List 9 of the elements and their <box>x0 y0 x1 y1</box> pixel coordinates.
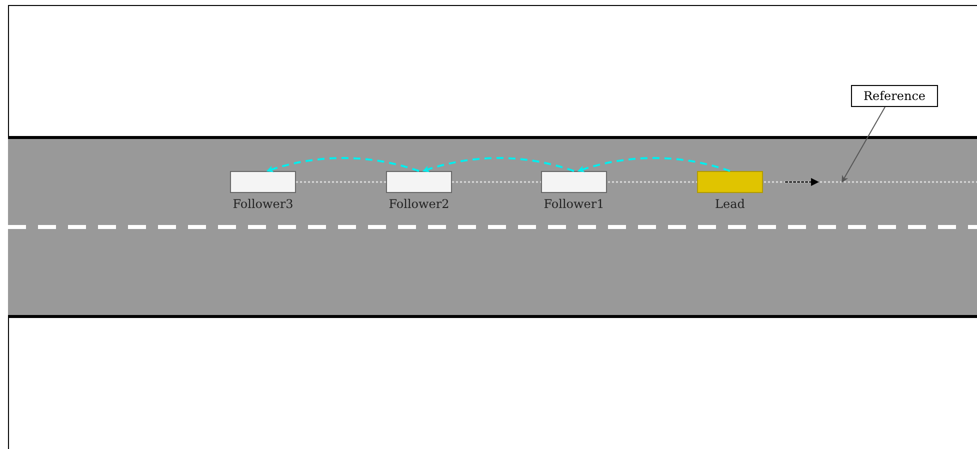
vehicle-label: Follower2 <box>388 197 450 211</box>
vehicle-label: Follower1 <box>544 197 604 211</box>
arrow <box>422 157 574 172</box>
vehicle-label: Follower3 <box>232 197 294 211</box>
callout-box: Reference <box>851 85 938 107</box>
arrow <box>266 157 420 172</box>
vehicle-label: Lead <box>715 197 745 211</box>
arrow <box>577 157 730 172</box>
leader-line <box>842 106 886 183</box>
